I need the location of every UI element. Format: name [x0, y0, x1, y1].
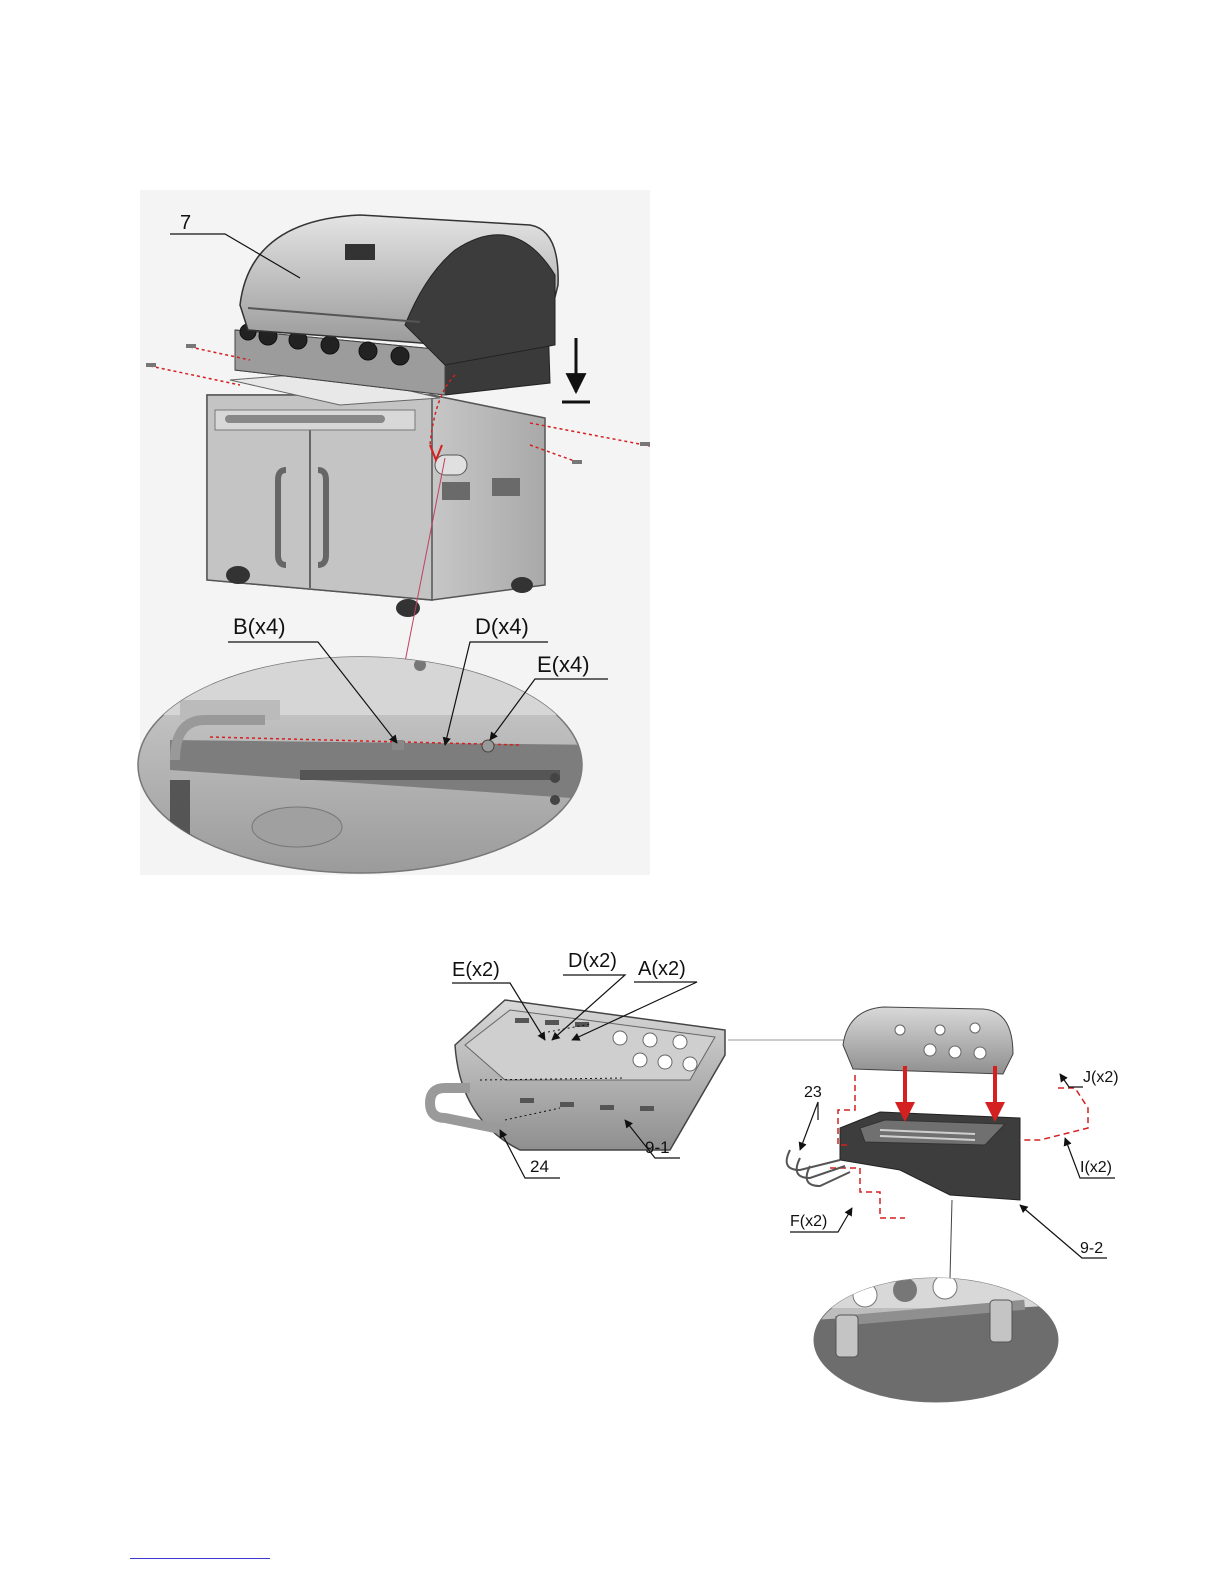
- cart-towel-bar: [225, 415, 385, 423]
- label-part-23: 23: [804, 1084, 822, 1101]
- cart-body: [207, 372, 545, 617]
- label-b-x4: B(x4): [233, 614, 286, 639]
- box-leader-line: [950, 1200, 952, 1278]
- cart-side-handle: [435, 455, 467, 475]
- label-f-x2: F(x2): [790, 1213, 827, 1230]
- label-part-24: 24: [530, 1157, 549, 1176]
- label-i-x2: I(x2): [1080, 1159, 1112, 1176]
- red-down-arrows: [905, 1066, 995, 1118]
- bolt-b: [392, 740, 404, 750]
- washer-e: [482, 740, 494, 752]
- label-part-9-1: 9-1: [645, 1138, 670, 1157]
- footer-rule: [130, 1558, 270, 1559]
- label-a-x2: A(x2): [638, 958, 686, 980]
- label-j-x2: J(x2): [1083, 1069, 1119, 1086]
- label-d-x4: D(x4): [475, 614, 529, 639]
- label-e-x2: E(x2): [452, 959, 500, 981]
- bottom-detail-oval: [812, 1275, 1062, 1402]
- label-part-9-2: 9-2: [1080, 1240, 1103, 1257]
- label-e-x4: E(x4): [537, 652, 590, 677]
- lid-thermometer: [345, 244, 375, 260]
- label-part-7: 7: [180, 212, 191, 234]
- box-9-2: [840, 1112, 1020, 1200]
- cover-part: [843, 1007, 1013, 1074]
- grill-head: [235, 215, 558, 395]
- label-d-x2: D(x2): [568, 950, 617, 972]
